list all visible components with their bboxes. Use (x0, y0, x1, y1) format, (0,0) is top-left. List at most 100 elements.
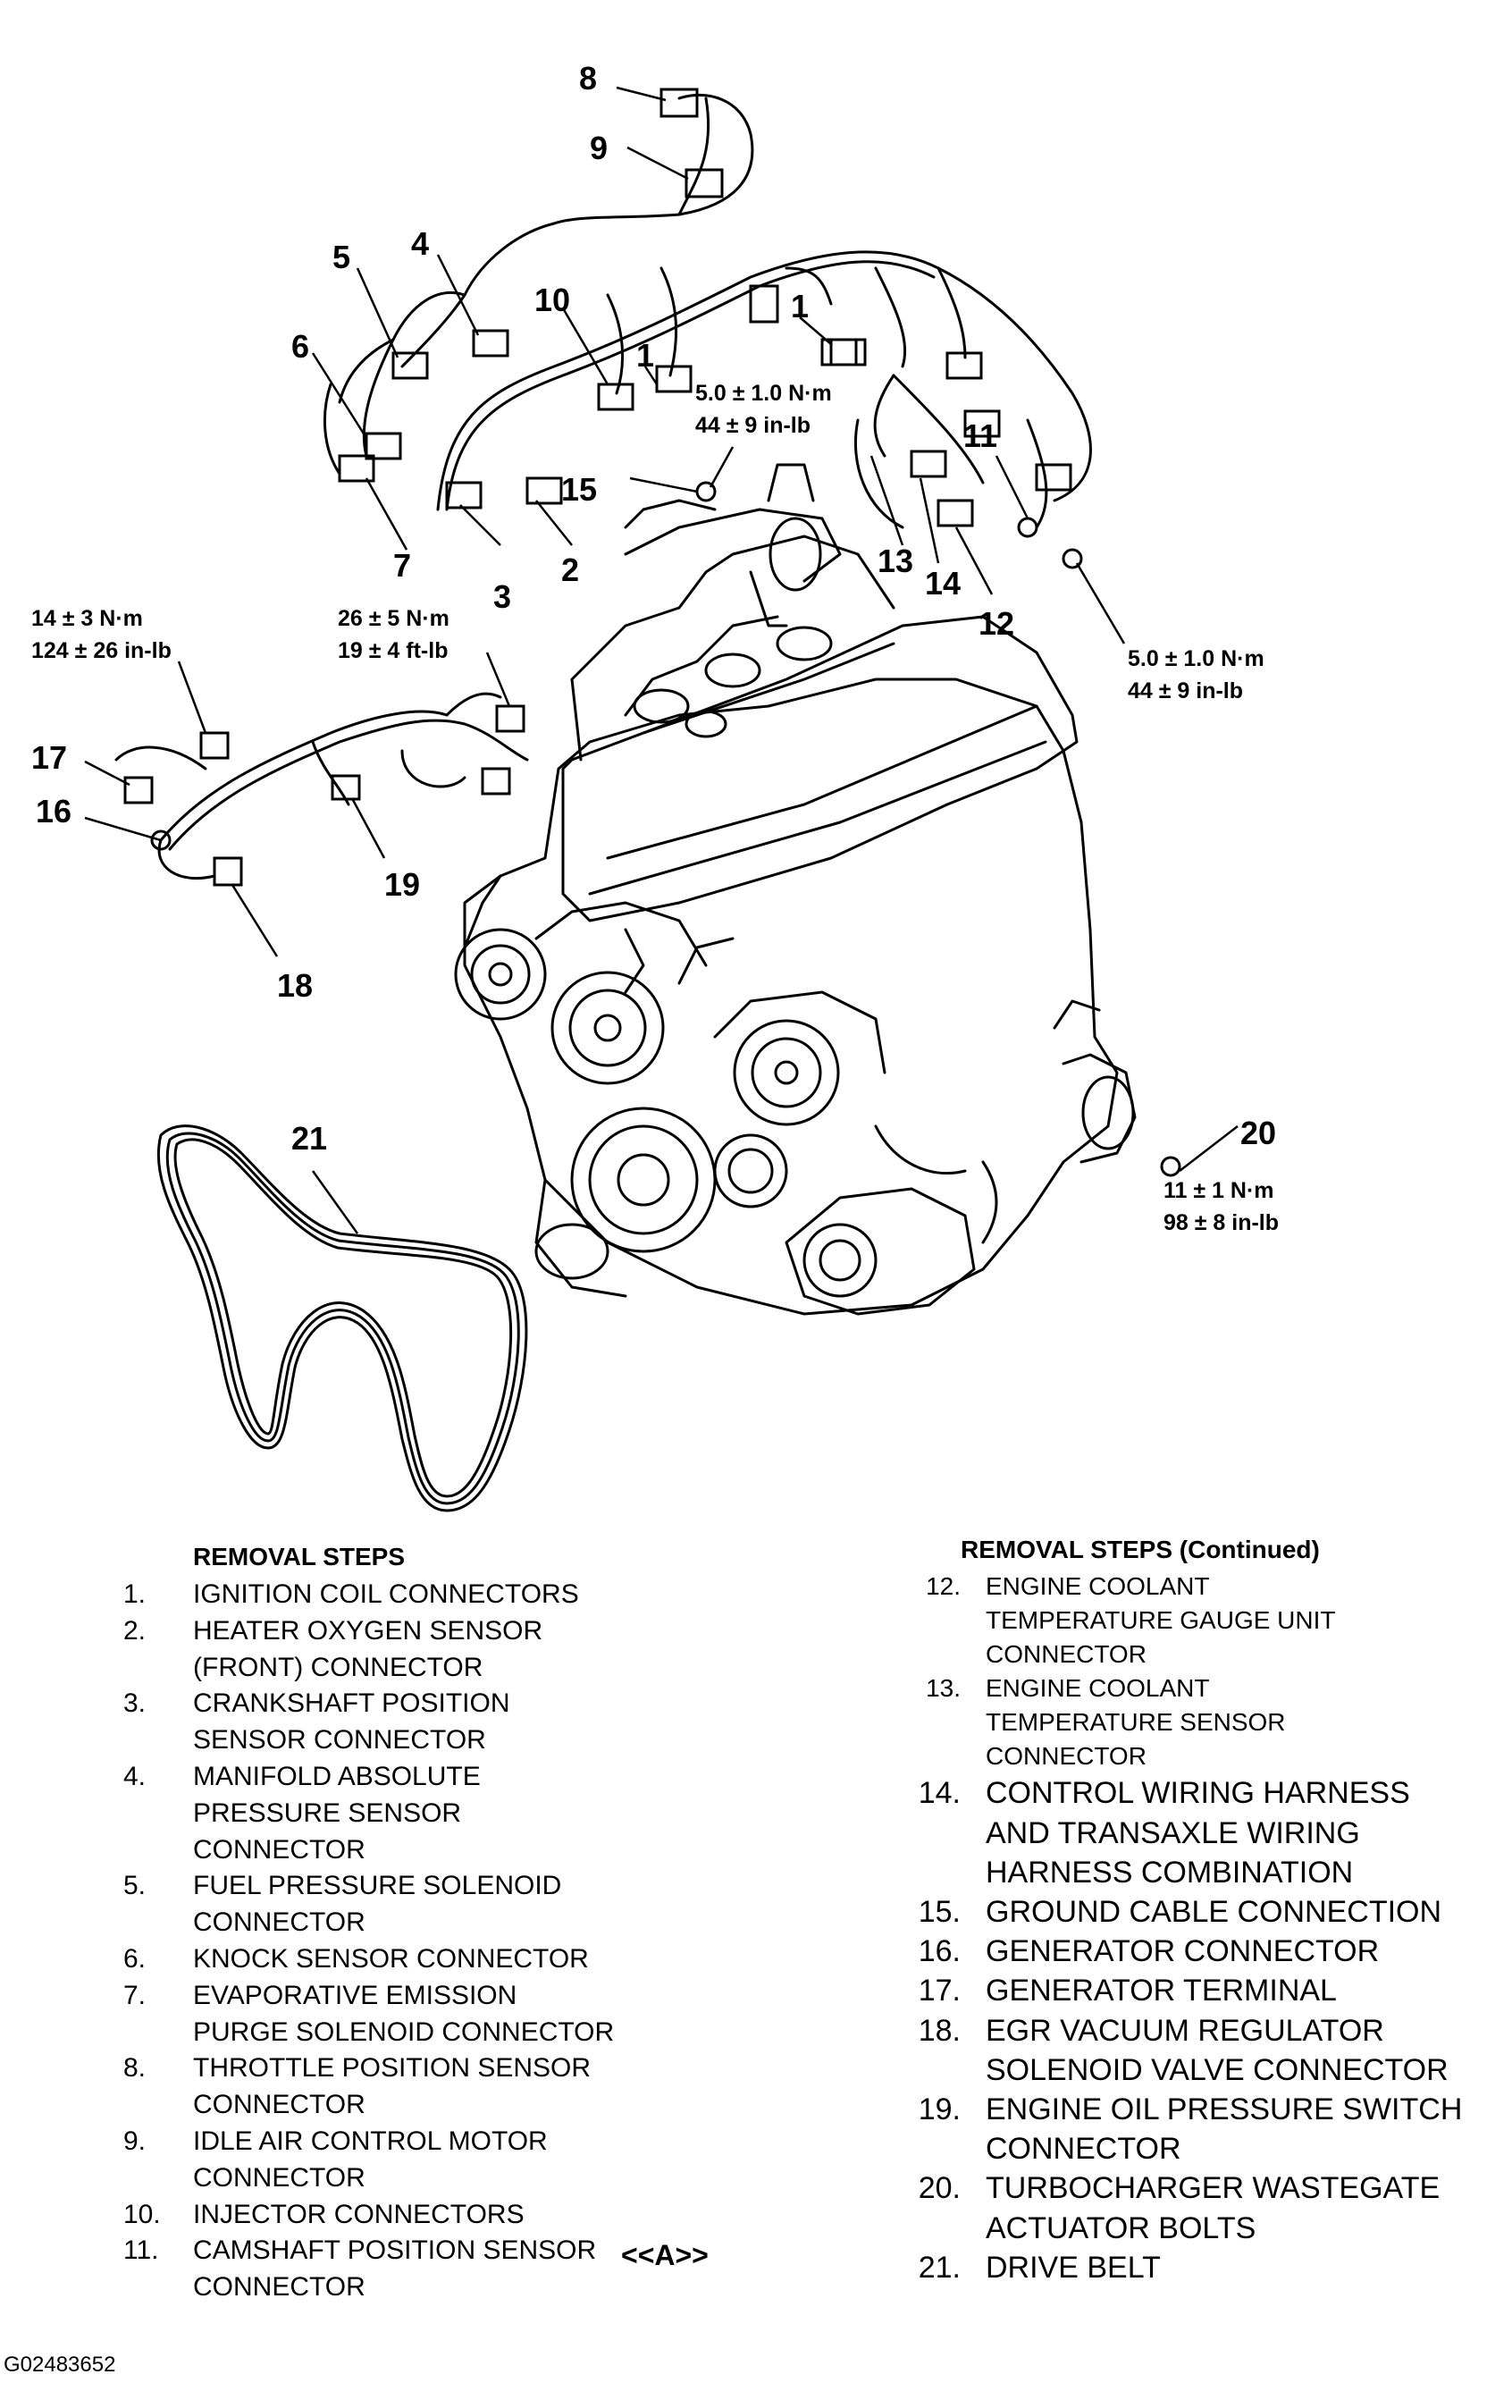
step-text-line: CONNECTOR (193, 2272, 365, 2303)
step-text-line: CONTROL WIRING HARNESS (986, 1776, 1410, 1811)
torque-spec-left-line1: 14 ± 3 N·m (31, 606, 143, 631)
step-text: MANIFOLD ABSOLUTE PRESSURE SENSOR CONNECTO… (193, 1759, 481, 1868)
step-number: 1. (123, 1579, 147, 1609)
step-number: 7. (123, 1980, 147, 2010)
step-text-line: PRESSURE SENSOR (193, 1798, 462, 1828)
step-text-line: GENERATOR TERMINAL (986, 1974, 1337, 2008)
step-text-line: FUEL PRESSURE SOLENOID (193, 1871, 562, 1901)
step-text-line: TURBOCHARGER WASTEGATE (986, 2171, 1441, 2206)
reference-mark: <<A>> (621, 2239, 709, 2271)
step-number: 12. (926, 1572, 961, 1600)
step-text-line: CONNECTOR (986, 1742, 1147, 1771)
callout-9: 9 (590, 130, 608, 166)
removal-step: 10. INJECTOR CONNECTORS (123, 2197, 614, 2234)
step-text-line: CONNECTOR (986, 2132, 1181, 2167)
torque-spec-mid-line2: 19 ± 4 ft-lb (338, 638, 448, 663)
step-text-line: EGR VACUUM REGULATOR (986, 2013, 1384, 2048)
step-text: IGNITION COIL CONNECTORS (193, 1577, 579, 1613)
step-number: 10. (123, 2199, 161, 2229)
step-text-line: MANIFOLD ABSOLUTE (193, 1761, 481, 1791)
callout-8: 8 (579, 60, 597, 97)
figure-id: G02483652 (4, 2353, 116, 2377)
step-number: 11. (123, 2235, 159, 2266)
removal-step: 15.GROUND CABLE CONNECTION (880, 1892, 1462, 1932)
step-text-line: KNOCK SENSOR CONNECTOR (193, 1943, 589, 1974)
removal-step: 1. IGNITION COIL CONNECTORS (123, 1577, 614, 1613)
removal-steps-right: REMOVAL STEPS (Continued) 12. ENGINE COOL… (880, 1536, 1463, 2287)
step-text-line: CONNECTOR (986, 1640, 1147, 1669)
step-text-line: CONNECTOR (193, 2090, 365, 2120)
removal-steps-continued-heading: REMOVAL STEPS (Continued) (961, 1536, 1320, 1563)
callout-12: 12 (979, 605, 1014, 642)
callout-numbers: 8 9 5 4 10 1 1 6 11 15 7 2 3 13 14 12 17… (31, 60, 1276, 1157)
removal-steps-heading: REMOVAL STEPS (193, 1543, 406, 1570)
step-text-line: GROUND CABLE CONNECTION (986, 1895, 1442, 1930)
step-text-line: GENERATOR CONNECTOR (986, 1934, 1380, 1969)
step-number: 3. (123, 1688, 147, 1719)
torque-spec-right-line2: 44 ± 9 in-lb (1128, 678, 1243, 703)
step-text-line: ENGINE COOLANT (986, 1674, 1210, 1703)
step-text: GENERATOR CONNECTOR (986, 1932, 1379, 1971)
step-number: 14. (918, 1776, 961, 1811)
removal-step: 2. HEATER OXYGEN SENSOR (FRONT) CONNECTOR (123, 1613, 614, 1687)
step-text-line: CAMSHAFT POSITION SENSOR (193, 2235, 597, 2266)
step-number: 16. (918, 1934, 961, 1969)
callout-19: 19 (384, 866, 420, 903)
step-text: GENERATOR TERMINAL (986, 1971, 1337, 2010)
callout-3: 3 (493, 578, 511, 615)
torque-spec-upper-line2: 44 ± 9 in-lb (695, 413, 811, 438)
torque-spec-upper-line1: 5.0 ± 1.0 N·m (695, 381, 832, 406)
torque-spec-lower-line2: 98 ± 8 in-lb (1163, 1210, 1279, 1235)
torque-spec-lower-line1: 11 ± 1 N·m (1163, 1178, 1274, 1203)
step-text: HEATER OXYGEN SENSOR (FRONT) CONNECTOR (193, 1613, 542, 1687)
callout-16: 16 (36, 793, 71, 829)
callout-21: 21 (291, 1120, 327, 1157)
step-number: 13. (926, 1674, 961, 1703)
step-text-line: CONNECTOR (193, 1907, 365, 1938)
wiring-harness (114, 88, 1181, 1177)
step-text-line: PURGE SOLENOID CONNECTOR (193, 2016, 615, 2047)
engine-illustration (454, 463, 1137, 1316)
step-text: CAMSHAFT POSITION SENSOR CONNECTOR (193, 2233, 596, 2306)
step-text-line: IGNITION COIL CONNECTORS (193, 1579, 579, 1609)
step-number: 18. (918, 2013, 961, 2048)
step-number: 4. (123, 1761, 147, 1791)
step-text-line: CONNECTOR (193, 1834, 365, 1865)
callout-1a: 1 (636, 337, 654, 374)
removal-step: 11. CAMSHAFT POSITION SENSOR CONNECTOR (123, 2233, 614, 2306)
step-text-line: IDLE AIR CONTROL MOTOR (193, 2126, 548, 2156)
step-number: 5. (123, 1871, 147, 1901)
removal-steps-list: 1. IGNITION COIL CONNECTORS 2. HEATER OXYGE… (123, 1577, 614, 2306)
callout-4: 4 (411, 225, 429, 262)
step-text-line: TEMPERATURE SENSOR (986, 1708, 1286, 1737)
step-text-line: INJECTOR CONNECTORS (193, 2199, 525, 2229)
step-number: 6. (123, 1943, 147, 1974)
callout-20: 20 (1240, 1115, 1276, 1151)
step-number: 21. (918, 2250, 961, 2285)
step-text-line: ACTUATOR BOLTS (986, 2210, 1256, 2245)
callout-2: 2 (561, 551, 579, 588)
engine-wiring-diagram: 8 9 5 4 10 1 1 6 11 15 7 2 3 13 14 12 17… (31, 60, 1279, 1512)
step-text-line: ENGINE COOLANT (986, 1572, 1210, 1600)
removal-step: 6. KNOCK SENSOR CONNECTOR (123, 1941, 614, 1978)
step-text-line: THROTTLE POSITION SENSOR (193, 2053, 592, 2084)
step-number: 2. (123, 1615, 147, 1646)
step-text-line: (FRONT) CONNECTOR (193, 1652, 483, 1682)
step-number: 9. (123, 2126, 147, 2156)
step-text-line: HEATER OXYGEN SENSOR (193, 1615, 543, 1646)
removal-step: 17.GENERATOR TERMINAL (880, 1971, 1462, 2010)
leader-lines (84, 86, 1239, 1234)
